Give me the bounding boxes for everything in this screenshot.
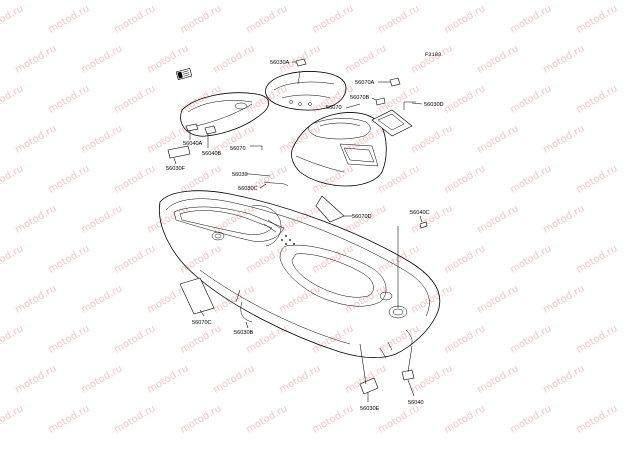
label-56070b: 56070B xyxy=(350,95,370,101)
decal-56030b xyxy=(240,301,253,323)
decal-56070b xyxy=(375,97,386,106)
decal-56070c xyxy=(179,277,215,315)
decal-56030c xyxy=(263,181,289,187)
label-56070c: 56070C xyxy=(192,320,212,326)
rear-deck-part xyxy=(291,112,387,187)
label-56040c: 56040C xyxy=(410,210,430,216)
leader-lines xyxy=(173,61,423,402)
decal-56030d xyxy=(371,109,413,137)
warning-decal xyxy=(175,67,193,81)
label-56040a: 56040A xyxy=(183,141,203,147)
reference-code: F3183 xyxy=(425,52,441,58)
label-56030a: 56030A xyxy=(270,60,290,66)
label-56040: 56040 xyxy=(408,400,424,406)
label-56070-left: 56070 xyxy=(230,146,246,152)
decal-56040b xyxy=(204,125,217,135)
decal-56040a xyxy=(185,123,199,132)
decal-56070a xyxy=(389,77,401,87)
decals xyxy=(167,58,428,395)
label-56070: 56070 xyxy=(326,105,342,111)
label-56030f: 56030F xyxy=(166,166,186,172)
hatch-cover-part xyxy=(180,92,270,137)
seat-part xyxy=(265,71,347,111)
decal-56040c xyxy=(419,221,428,229)
decal-56030a xyxy=(295,58,307,67)
label-56030e: 56030E xyxy=(360,406,380,412)
label-56040b: 56040B xyxy=(202,151,222,157)
label-56030d: 56030D xyxy=(424,102,444,108)
label-56030b: 56030B xyxy=(234,330,254,336)
decal-56030e xyxy=(359,377,379,395)
label-56070d: 56070D xyxy=(352,214,372,220)
decal-56030f xyxy=(167,145,191,159)
decal-56030 xyxy=(249,173,271,177)
part-labels: 56030A 56070A 56070B 56070 56030D 56040A… xyxy=(166,60,444,412)
decal-56070d xyxy=(315,195,345,223)
decal-56040 xyxy=(401,369,415,381)
label-56030c: 56030C xyxy=(238,186,258,192)
label-56030: 56030 xyxy=(232,172,248,178)
label-56070a: 56070A xyxy=(355,80,375,86)
decal-56070 xyxy=(254,145,263,150)
